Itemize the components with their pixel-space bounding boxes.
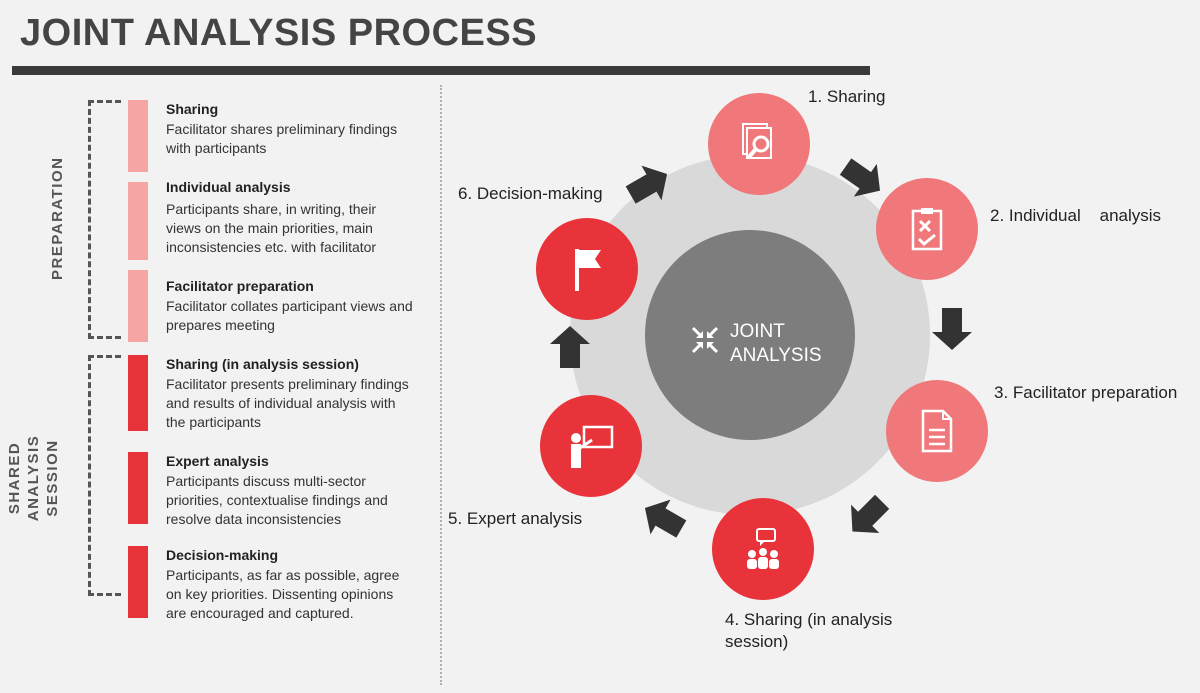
- stage-bar-sharing-session: [128, 355, 148, 431]
- node-facilitator-preparation: [886, 380, 988, 482]
- stage-title: Decision-making: [166, 547, 279, 563]
- stage-description: Facilitator collates participant views a…: [166, 297, 436, 335]
- stage-title: Expert analysis: [166, 453, 269, 469]
- shared-session-bracket: [88, 355, 121, 596]
- stage-desc-line: views on the main priorities, main: [166, 220, 373, 236]
- clipboard-checklist-icon: [911, 208, 943, 251]
- stage-bar-expert-analysis: [128, 452, 148, 524]
- stage-title: Facilitator preparation: [166, 278, 314, 294]
- stage-desc-line: with participants: [166, 140, 267, 156]
- stage-description: Participants share, in writing, their vi…: [166, 200, 436, 257]
- stage-desc-line: resolve data inconsistencies: [166, 511, 342, 527]
- stage-description: Facilitator shares preliminary findings …: [166, 120, 436, 158]
- shared-session-label: SHARED ANALYSIS SESSION: [6, 434, 61, 522]
- stage-desc-line: Participants share, in writing, their: [166, 201, 377, 217]
- stage-desc-line: Participants, as far as possible, agree: [166, 567, 400, 583]
- page-title: JOINT ANALYSIS PROCESS: [20, 12, 538, 54]
- stage-desc-line: the participants: [166, 414, 261, 430]
- stage-desc-line: on key priorities. Dissenting opinions: [166, 586, 394, 602]
- stage-description: Facilitator presents preliminary finding…: [166, 375, 436, 432]
- stage-description: Participants, as far as possible, agree …: [166, 566, 436, 623]
- node-decision-making: [536, 218, 638, 320]
- stage-desc-line: and results of individual analysis with: [166, 395, 396, 411]
- stage-desc-line: Participants discuss multi-sector: [166, 473, 366, 489]
- arrow-3-to-4: [851, 494, 890, 533]
- node-label-decision-making: 6. Decision-making: [458, 184, 603, 203]
- node-label-line: session): [725, 632, 789, 651]
- vertical-divider: [440, 85, 442, 685]
- stage-desc-line: Facilitator shares preliminary findings: [166, 121, 398, 137]
- preparation-label: PREPARATION: [49, 156, 66, 280]
- node-label-line: 4. Sharing (in analysis: [725, 610, 893, 629]
- stage-desc-line: priorities, contextualise findings and: [166, 492, 388, 508]
- stage-description: Participants discuss multi-sector priori…: [166, 472, 436, 529]
- node-label-expert-analysis: 5. Expert analysis: [448, 509, 583, 528]
- title-underline: [12, 66, 870, 75]
- node-sharing: [708, 93, 810, 195]
- node-label-sharing: 1. Sharing: [808, 87, 886, 106]
- node-expert-analysis: [540, 395, 642, 497]
- stage-bar-sharing: [128, 100, 148, 172]
- converge-arrows-icon: [691, 326, 719, 354]
- node-label-facilitator-preparation: 3. Facilitator preparation: [994, 383, 1178, 402]
- center-label-line: JOINT: [730, 321, 785, 342]
- stage-bar-facilitator-preparation: [128, 270, 148, 342]
- center-label-line: ANALYSIS: [730, 345, 822, 366]
- group-discussion-icon: [747, 528, 779, 569]
- stage-title: Sharing (in analysis session): [166, 356, 359, 372]
- center-label: JOINT ANALYSIS: [730, 320, 822, 368]
- stage-desc-line: inconsistencies etc. with facilitator: [166, 239, 377, 255]
- center-circle: [645, 230, 855, 440]
- node-individual-analysis: [876, 178, 978, 280]
- stage-desc-line: are encouraged and captured.: [166, 605, 354, 621]
- presenter-board-icon: [571, 425, 614, 468]
- stage-bar-individual-analysis: [128, 182, 148, 260]
- flag-icon: [575, 249, 601, 291]
- stage-title: Sharing: [166, 101, 219, 117]
- node-label-sharing-session: 4. Sharing (in analysis session): [725, 609, 892, 653]
- node-label-individual-analysis: 2. Individual analysis: [990, 206, 1162, 225]
- stage-desc-line: Facilitator collates participant views a…: [166, 298, 413, 314]
- preparation-bracket: [88, 100, 121, 339]
- stage-bar-decision-making: [128, 546, 148, 618]
- stage-title: Individual analysis: [166, 179, 291, 195]
- arrow-2-to-3: [932, 308, 972, 350]
- document-icon: [921, 409, 953, 453]
- stage-desc-line: prepares meeting: [166, 317, 275, 333]
- stage-desc-line: Facilitator presents preliminary finding…: [166, 376, 409, 392]
- node-sharing-session: [712, 498, 814, 600]
- magnifier-documents-icon: [742, 123, 772, 160]
